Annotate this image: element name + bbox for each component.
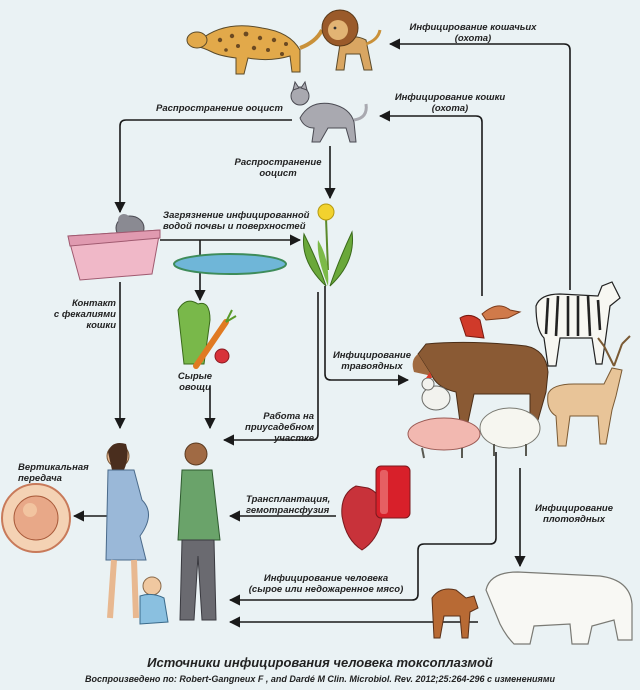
arrow-rodent-to-cat [378, 110, 483, 296]
label-transplantation: Трансплантация, гемотрансфузия [246, 494, 331, 516]
label-garden-work: Работа на приусадебном участке [245, 411, 314, 444]
arrows [72, 38, 571, 628]
figure-title: Источники инфицирования человека токсопл… [147, 655, 493, 670]
label-carnivore-infection: Инфицирование плотоядных [534, 503, 614, 525]
bird-and-rodent-illustration [459, 305, 522, 339]
jaguar-illustration [186, 25, 324, 75]
vegetables-illustration [177, 300, 237, 369]
dandelion-illustration [302, 203, 354, 287]
wolf-illustration [431, 588, 479, 639]
label-feces-contact: Контакт с фекалиями кошки [53, 298, 116, 331]
zebra-illustration [535, 281, 621, 367]
baby-illustration [139, 576, 169, 625]
label-raw-vegetables: Сырые овощи [177, 371, 213, 393]
label-oocyst-spread-down: Распространение ооцист [234, 157, 322, 179]
label-herbivore-infection: Инфицирование травоядных [332, 350, 412, 372]
label-vertical-transmission: Вертикальная передача [18, 462, 89, 484]
arrow-meat-to-people [228, 452, 497, 606]
label-felid-infection: Инфицирование кошачьих (охота) [409, 22, 537, 44]
arrow-cat-to-litter [114, 119, 292, 214]
arrow-zebra-to-felids [388, 38, 571, 290]
polar-bear-illustration [485, 571, 633, 645]
figure-credit: Воспроизведено по: Robert-Gangneux F , a… [85, 674, 555, 684]
deer-illustration [547, 335, 631, 447]
lion-illustration [321, 9, 382, 71]
heart-and-blood-bag-illustration [341, 465, 411, 551]
label-oocyst-spread-left: Распространение ооцист [156, 103, 283, 114]
pregnant-woman-illustration [105, 443, 149, 619]
man-illustration [177, 442, 221, 621]
label-contamination: Загрязнение инфицированной водой почвы и… [163, 210, 310, 232]
label-cat-infection: Инфицирование кошки (охота) [394, 92, 506, 114]
litter-box-illustration [67, 214, 161, 281]
arrow-dandelion-to-herbivores [324, 286, 410, 386]
arrow-garden-work [222, 292, 319, 446]
pig-and-sheep-illustration [407, 407, 541, 459]
pond-illustration [173, 253, 287, 275]
gray-cat-illustration [290, 80, 368, 143]
fetus-illustration [1, 483, 71, 553]
chicken-illustration [421, 372, 451, 411]
label-human-infection: Инфицирование человека (сырое или недожа… [248, 573, 404, 595]
